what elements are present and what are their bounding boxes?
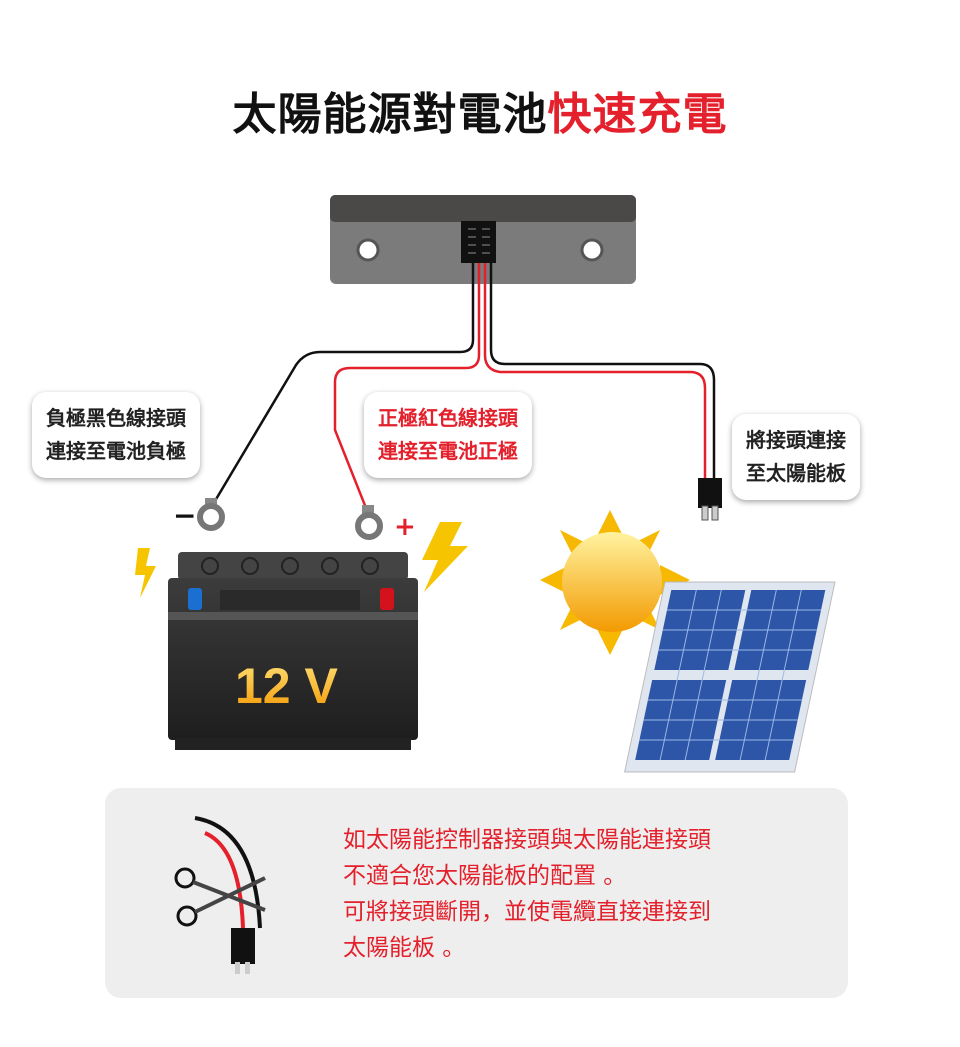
note-line: 如太陽能控制器接頭與太陽能連接頭 (343, 827, 711, 853)
black-wire-panel (489, 263, 716, 478)
solar-panel-icon (624, 581, 836, 773)
page-title: 太陽能源對電池快速充電 (0, 78, 960, 142)
callout-negative: 負極黑色線接頭 連接至電池負極 (32, 392, 200, 478)
title-main: 太陽能源對電池 (232, 89, 548, 140)
plus-sign: + (394, 512, 416, 542)
note-text: 如太陽能控制器接頭與太陽能連接頭 不適合您太陽能板的配置 。 可將接頭斷開，並使… (343, 822, 711, 966)
cut-wire-scissors-icon (174, 816, 266, 974)
negative-ring-terminal: − (173, 498, 225, 532)
callout-panel-line: 將接頭連接 (746, 428, 846, 452)
note-line: 不適合您太陽能板的配置 。 (343, 863, 627, 889)
callout-positive: 正極紅色線接頭 連接至電池正極 (364, 392, 532, 478)
callout-positive-line: 連接至電池正極 (378, 439, 518, 463)
callout-positive-line: 正極紅色線接頭 (378, 406, 518, 430)
lightning-icon-right (422, 522, 468, 592)
battery-12v: 12 V (168, 552, 418, 750)
sun-icon (540, 510, 690, 655)
panel-connector-plug (698, 478, 722, 521)
controller-connector (461, 221, 496, 263)
mount-hole-right (580, 238, 604, 262)
callout-panel: 將接頭連接 至太陽能板 (732, 414, 860, 500)
voltage-label: 12 V (235, 658, 339, 714)
note-box: 如太陽能控制器接頭與太陽能連接頭 不適合您太陽能板的配置 。 可將接頭斷開，並使… (105, 788, 848, 998)
callout-negative-line: 連接至電池負極 (46, 439, 186, 463)
red-wire-panel (483, 263, 707, 478)
wires (210, 263, 716, 514)
red-wire-battery (333, 263, 481, 514)
minus-sign: − (173, 499, 196, 532)
positive-post (380, 588, 394, 610)
positive-ring-terminal: + (355, 505, 416, 542)
lightning-icon-left (135, 548, 156, 598)
note-line: 太陽能板 。 (343, 935, 466, 961)
title-highlight: 快速充電 (547, 89, 728, 140)
mount-hole-left (356, 238, 380, 262)
solar-controller (330, 195, 636, 284)
callout-negative-line: 負極黑色線接頭 (46, 406, 186, 430)
black-wire-battery (210, 263, 475, 507)
note-line: 可將接頭斷開，並使電纜直接連接到 (343, 899, 711, 925)
negative-post (188, 588, 202, 610)
callout-panel-line: 至太陽能板 (746, 461, 846, 485)
